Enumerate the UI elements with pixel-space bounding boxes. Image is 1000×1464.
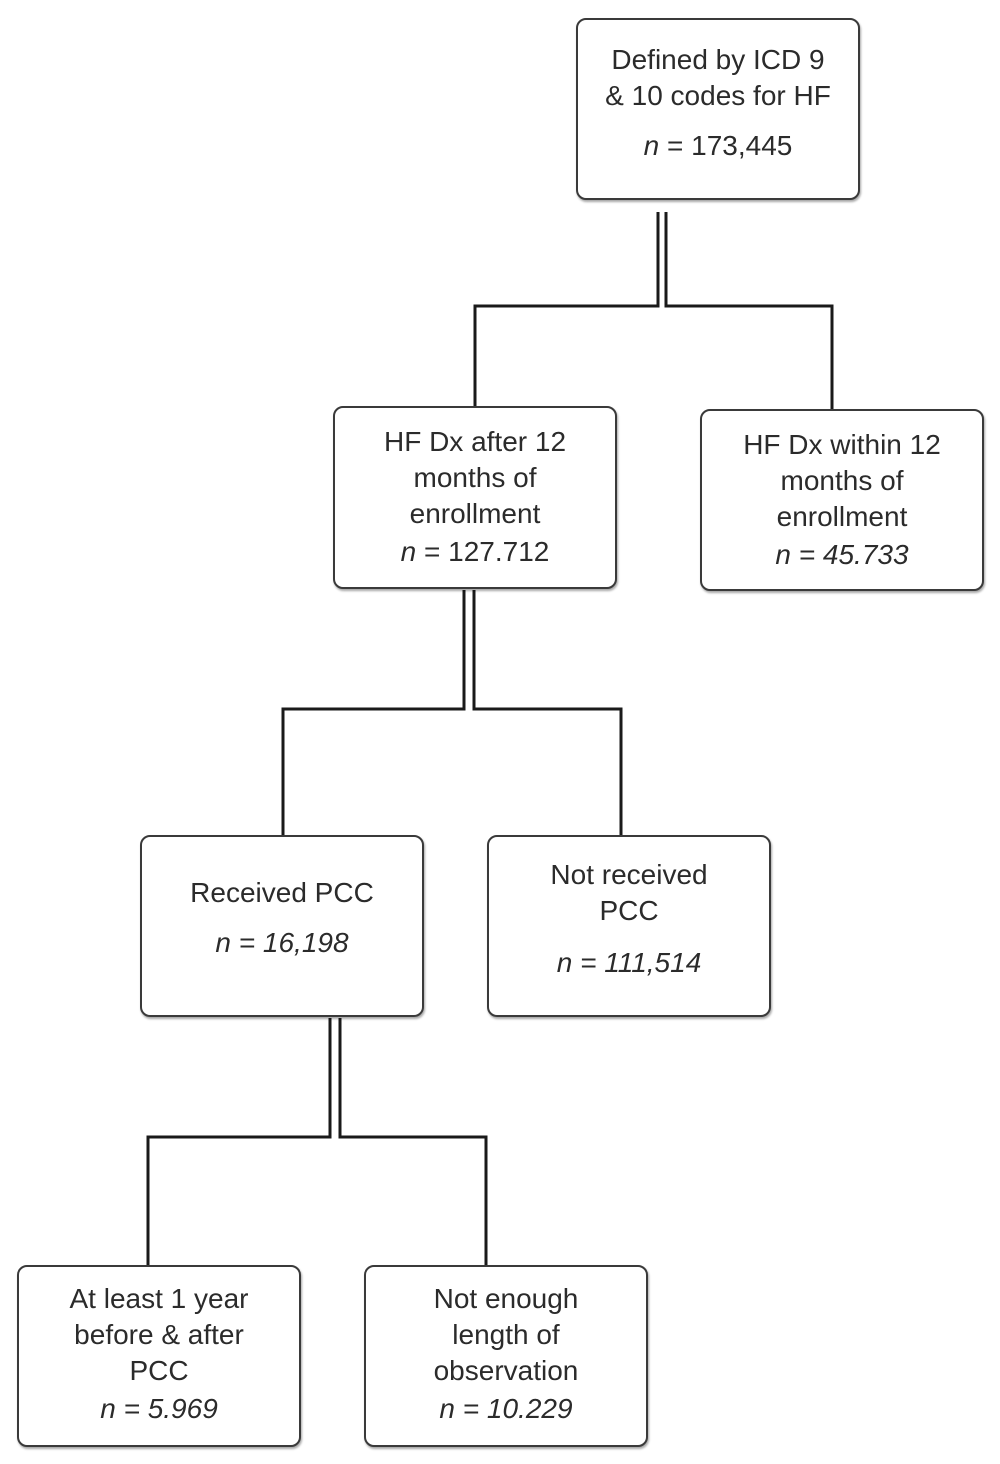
node-label-line: enrollment	[409, 498, 541, 529]
node-at-least-1-year: At least 1 year before & after PCC n = 5…	[17, 1265, 301, 1447]
n-symbol: n	[775, 539, 791, 570]
n-symbol: n	[215, 927, 231, 958]
node-label-line: PCC	[129, 1355, 189, 1386]
node-label-line: PCC	[599, 895, 659, 926]
node-label-line: Received PCC	[190, 877, 374, 908]
node-count: n = 10.229	[366, 1391, 646, 1427]
node-hf-dx-after-12-months: HF Dx after 12 months of enrollment n = …	[333, 406, 617, 589]
connector-received-to-notenough	[338, 1018, 488, 1265]
node-label-line: HF Dx within 12	[743, 429, 941, 460]
node-not-received-pcc: Not received PCC n = 111,514	[487, 835, 771, 1017]
connector-total-to-within	[664, 212, 834, 409]
connector-after-to-received	[281, 590, 466, 835]
node-hf-dx-within-12-months: HF Dx within 12 months of enrollment n =…	[700, 409, 984, 591]
node-label-line: Not received	[550, 859, 708, 890]
node-label-line: At least 1 year	[69, 1283, 249, 1314]
count-value: = 127.712	[424, 536, 550, 567]
n-symbol: n	[439, 1393, 455, 1424]
count-value: = 111,514	[580, 947, 702, 978]
count-value: = 45.733	[798, 539, 909, 570]
connector-received-to-atleast	[146, 1018, 332, 1265]
node-label-line: HF Dx after 12	[383, 426, 567, 457]
node-count: n = 173,445	[578, 128, 858, 164]
node-count: n = 111,514	[489, 945, 769, 981]
node-label-line: before & after	[74, 1319, 244, 1350]
node-label-line: Defined by ICD 9	[611, 44, 825, 75]
node-count: n = 16,198	[142, 925, 422, 961]
node-label-line: & 10 codes for HF	[605, 80, 831, 111]
node-not-enough-observation: Not enough length of observation n = 10.…	[364, 1265, 648, 1447]
node-total-hf-cohort: Defined by ICD 9 & 10 codes for HF n = 1…	[576, 18, 860, 200]
n-symbol: n	[100, 1393, 116, 1424]
n-symbol: n	[643, 130, 660, 161]
node-label-line: months of	[780, 465, 904, 496]
count-value: = 16,198	[238, 927, 349, 958]
node-label-line: enrollment	[776, 501, 908, 532]
count-value: = 173,445	[667, 130, 793, 161]
node-label-line: months of	[413, 462, 537, 493]
node-label-line: Not enough	[433, 1283, 579, 1314]
count-value: = 5.969	[123, 1393, 218, 1424]
node-count: n = 45.733	[702, 537, 982, 573]
connector-total-to-after	[473, 212, 660, 406]
node-count: n = 127.712	[335, 534, 615, 570]
connector-after-to-notreceived	[472, 590, 623, 835]
node-label-line: observation	[433, 1355, 579, 1386]
node-count: n = 5.969	[19, 1391, 299, 1427]
count-value: = 10.229	[462, 1393, 573, 1424]
node-label-line: length of	[452, 1319, 560, 1350]
node-received-pcc: Received PCC n = 16,198	[140, 835, 424, 1017]
n-symbol: n	[400, 536, 417, 567]
n-symbol: n	[556, 947, 573, 978]
